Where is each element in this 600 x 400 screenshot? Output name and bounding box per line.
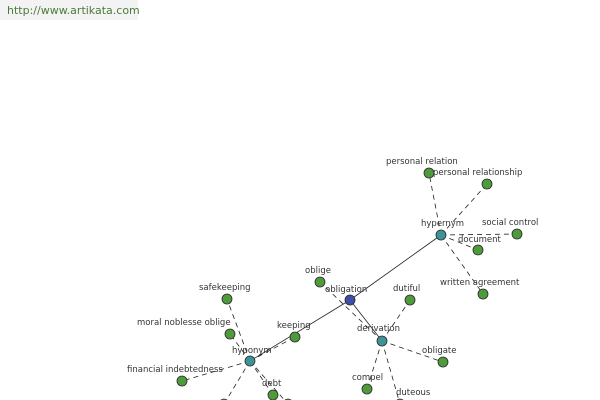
node-dutiful-dot[interactable] [404, 294, 416, 306]
node-financial-indebtedness-label[interactable]: financial indebtedness [127, 365, 223, 375]
node-safekeeping[interactable]: safekeeping [199, 283, 250, 305]
edge-hyponym-offscreen-a [225, 360, 251, 400]
node-derivation-dot[interactable] [376, 335, 388, 347]
node-document[interactable]: document [458, 235, 502, 256]
edge-derivation-duteous [381, 340, 400, 400]
node-hypernym-label[interactable]: hypernym [421, 219, 464, 229]
edge-obligation-hyponym [249, 299, 351, 362]
node-dutiful-label[interactable]: dutiful [393, 284, 420, 294]
node-moral-noblesse-oblige-label[interactable]: moral noblesse oblige [137, 318, 231, 328]
edge-hyponym-moral-noblesse-oblige [229, 333, 251, 362]
node-written-agreement-label[interactable]: written agreement [440, 278, 520, 288]
edge-hypernym-personal-relationship [440, 183, 488, 236]
edge-hypernym-social-control [440, 233, 518, 236]
node-moral-noblesse-oblige[interactable]: moral noblesse oblige [137, 318, 236, 340]
edge-hyponym-financial-indebtedness [181, 360, 251, 382]
node-personal-relationship-dot[interactable] [481, 178, 493, 190]
node-obligation[interactable]: obligation [325, 285, 367, 306]
node-social-control-label[interactable]: social control [482, 218, 538, 228]
node-written-agreement-dot[interactable] [477, 288, 489, 300]
node-keeping[interactable]: keeping [277, 321, 311, 343]
node-compel-dot[interactable] [361, 383, 373, 395]
node-obligation-dot[interactable] [344, 294, 356, 306]
node-personal-relation-label[interactable]: personal relation [386, 157, 458, 167]
node-obligate[interactable]: obligate [422, 346, 457, 368]
node-oblige-dot[interactable] [314, 276, 326, 288]
node-document-dot[interactable] [472, 244, 484, 256]
edge-obligation-derivation [349, 299, 383, 342]
edge-hypernym-personal-relation [428, 172, 442, 236]
edge-hyponym-safekeeping [226, 298, 251, 362]
edge-hypernym-document [440, 234, 479, 251]
node-keeping-dot[interactable] [289, 331, 301, 343]
node-safekeeping-label[interactable]: safekeeping [199, 283, 250, 293]
node-document-label[interactable]: document [458, 235, 502, 245]
node-obligate-label[interactable]: obligate [422, 346, 457, 356]
source-url[interactable]: http://www.artikata.com [7, 4, 140, 17]
node-personal-relation-dot[interactable] [423, 167, 435, 179]
source-banner: http://www.artikata.com [0, 0, 140, 20]
node-debt-dot[interactable] [267, 389, 279, 400]
node-obligation-label[interactable]: obligation [325, 285, 367, 295]
node-dutiful[interactable]: dutiful [393, 284, 420, 306]
edge-derivation-obligate [381, 340, 444, 363]
node-duteous-label[interactable]: duteous [396, 388, 431, 398]
node-personal-relationship[interactable]: personal relationship [433, 168, 522, 190]
node-financial-indebtedness[interactable]: financial indebtedness [127, 365, 223, 387]
node-oblige-label[interactable]: oblige [305, 266, 331, 276]
node-debt[interactable]: debt [262, 379, 282, 400]
node-obligate-dot[interactable] [437, 356, 449, 368]
node-debt-label[interactable]: debt [262, 379, 282, 389]
edge-hyponym-debt [249, 360, 274, 396]
node-derivation-label[interactable]: derivation [357, 324, 400, 334]
node-hyponym-dot[interactable] [244, 355, 256, 367]
node-hyponym[interactable]: hyponym [232, 346, 272, 367]
node-moral-noblesse-oblige-dot[interactable] [224, 328, 236, 340]
node-safekeeping-dot[interactable] [221, 293, 233, 305]
node-hyponym-label[interactable]: hyponym [232, 346, 272, 356]
node-hypernym-dot[interactable] [435, 229, 447, 241]
edge-hypernym-written-agreement [440, 234, 484, 295]
node-social-control-dot[interactable] [511, 228, 523, 240]
node-personal-relation[interactable]: personal relation [386, 157, 458, 179]
node-keeping-label[interactable]: keeping [277, 321, 311, 331]
node-hypernym[interactable]: hypernym [421, 219, 464, 241]
node-financial-indebtedness-dot[interactable] [176, 375, 188, 387]
node-personal-relationship-label[interactable]: personal relationship [433, 168, 522, 178]
edge-derivation-dutiful [381, 299, 411, 342]
node-compel[interactable]: compel [352, 373, 383, 395]
node-oblige[interactable]: oblige [305, 266, 331, 288]
node-written-agreement[interactable]: written agreement [440, 278, 520, 300]
node-duteous[interactable]: duteous [395, 388, 431, 400]
node-derivation[interactable]: derivation [357, 324, 400, 347]
edge-obligation-hypernym [349, 234, 442, 301]
node-compel-label[interactable]: compel [352, 373, 383, 383]
node-social-control[interactable]: social control [482, 218, 538, 240]
edge-hyponym-offscreen-b [249, 360, 285, 400]
